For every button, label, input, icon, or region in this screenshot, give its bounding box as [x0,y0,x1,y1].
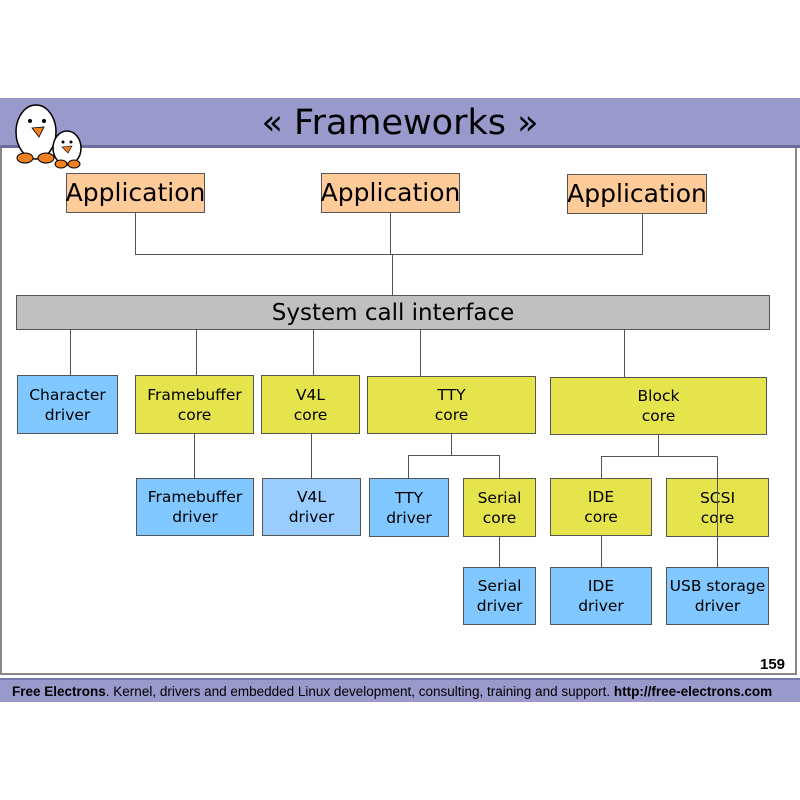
ide-core-box: IDE core [550,478,652,536]
slide-title: « Frameworks » [261,103,539,143]
footer-url[interactable]: http://free-electrons.com [613,684,773,699]
connector-syscall-to-cores [70,329,625,377]
connector-apps-to-syscall [135,212,643,295]
framebuffer-core-box: Framebuffer core [135,375,254,434]
serial-core-box: Serial core [463,478,536,537]
character-driver-box: Character driver [17,375,118,434]
v4l-core-box: V4L core [261,375,360,434]
footer-text: . Kernel, drivers and embedded Linux dev… [105,684,614,699]
serial-driver-box: Serial driver [463,567,536,625]
slide-header-band [0,98,800,148]
usb-storage-driver-box: USB storage driver [666,567,769,625]
application-box-1: Application [66,173,205,213]
block-core-box: Block core [550,377,767,435]
tty-core-box: TTY core [367,376,536,434]
system-call-interface-box: System call interface [16,295,770,330]
slide-frame [0,148,797,675]
connector-block [601,434,718,478]
slide-footer: Free Electrons. Kernel, drivers and embe… [0,678,800,702]
v4l-driver-box: V4L driver [262,478,361,536]
application-box-2: Application [321,173,460,213]
tty-driver-box: TTY driver [369,478,449,537]
footer-brand: Free Electrons [12,684,106,699]
ide-driver-box: IDE driver [550,567,652,625]
connector-tty [408,433,500,478]
page-number: 159 [760,656,786,673]
penguin-logo-icon [15,104,82,169]
application-box-3: Application [567,174,707,214]
framebuffer-driver-box: Framebuffer driver [136,478,254,536]
